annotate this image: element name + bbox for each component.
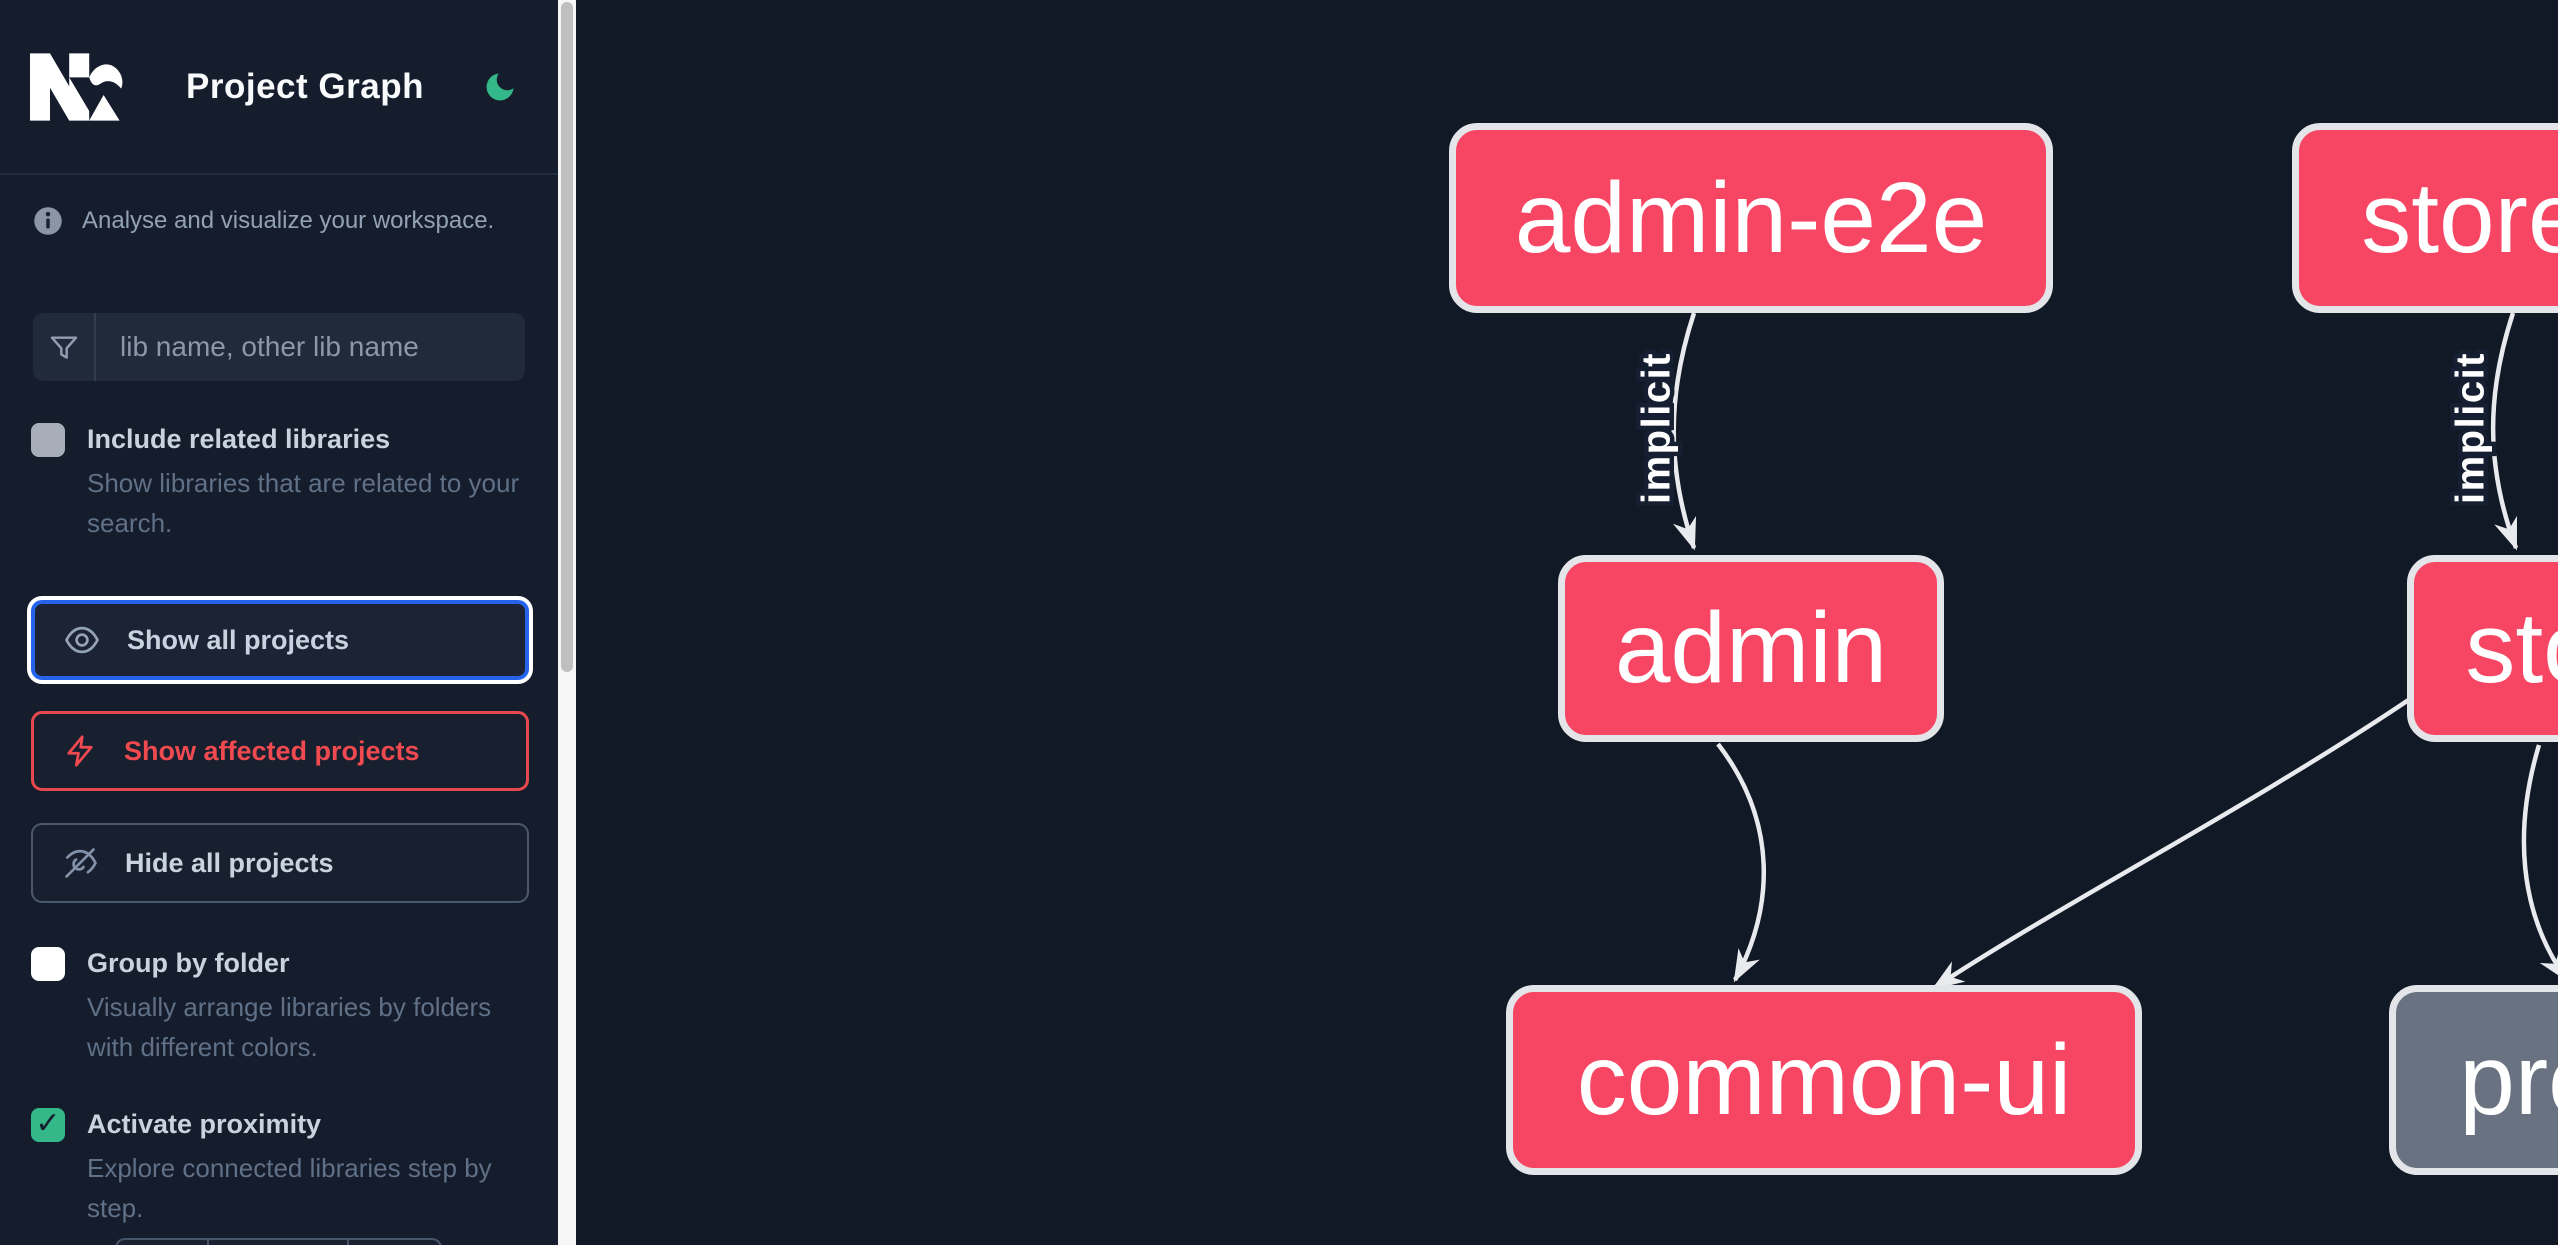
graph-canvas[interactable]: implicit implicit admin-e2e store-e2e admin… bbox=[576, 0, 2558, 1245]
include-related-label: Include related libraries bbox=[87, 424, 391, 454]
graph-node-store[interactable]: store bbox=[2407, 555, 2558, 742]
include-related-checkbox[interactable] bbox=[31, 423, 65, 457]
sidebar: Project Graph Analyse and visualize your… bbox=[0, 0, 558, 1245]
graph-node-admin-e2e[interactable]: admin-e2e bbox=[1449, 123, 2053, 313]
hide-all-projects-button[interactable]: Hide all projects bbox=[31, 823, 529, 903]
eye-icon bbox=[63, 621, 101, 659]
edge-label-admin-e2e-to-admin: implicit bbox=[1635, 352, 1679, 504]
bolt-icon bbox=[62, 733, 98, 769]
edge-admin-e2e-to-admin bbox=[1671, 312, 1697, 551]
nx-logo bbox=[30, 52, 126, 122]
filter-icon bbox=[33, 313, 96, 381]
group-by-folder-description: Visually arrange libraries by folders wi… bbox=[87, 992, 492, 1062]
proximity-step-control bbox=[115, 1238, 442, 1245]
show-all-projects-button[interactable]: Show all projects bbox=[31, 600, 529, 680]
edge-store-e2e-to-store bbox=[2490, 312, 2519, 551]
activate-proximity-description: Explore connected libraries step by step… bbox=[87, 1153, 492, 1223]
sidebar-header: Project Graph bbox=[0, 0, 558, 175]
include-related-toggle: Include related libraries Show libraries… bbox=[31, 421, 530, 543]
activate-proximity-checkbox[interactable] bbox=[31, 1108, 65, 1142]
activate-proximity-label: Activate proximity bbox=[87, 1109, 322, 1139]
proximity-step-segment[interactable] bbox=[208, 1238, 348, 1245]
graph-node-store-e2e[interactable]: store-e2e bbox=[2292, 123, 2558, 313]
info-icon bbox=[33, 206, 63, 236]
graph-node-admin[interactable]: admin bbox=[1558, 555, 1944, 742]
edge-admin-to-common-ui bbox=[1716, 742, 1767, 983]
show-affected-projects-button[interactable]: Show affected projects bbox=[31, 711, 529, 791]
eye-off-icon bbox=[61, 844, 99, 882]
show-all-projects-label: Show all projects bbox=[127, 624, 350, 655]
hide-all-projects-label: Hide all projects bbox=[125, 847, 334, 878]
activate-proximity-toggle: Activate proximity Explore connected lib… bbox=[31, 1106, 530, 1228]
edge-label-store-e2e-to-store: implicit bbox=[2449, 352, 2493, 504]
moon-icon bbox=[482, 69, 518, 105]
sidebar-scrollbar-thumb[interactable] bbox=[561, 2, 573, 672]
proximity-step-segment[interactable] bbox=[115, 1238, 208, 1245]
app-title: Project Graph bbox=[186, 66, 424, 106]
workspace-tagline: Analyse and visualize your workspace. bbox=[82, 207, 495, 234]
theme-toggle-button[interactable] bbox=[478, 65, 522, 109]
edge-store-to-common-ui bbox=[1931, 697, 2412, 990]
group-by-folder-checkbox[interactable] bbox=[31, 947, 65, 981]
sidebar-scrollbar-track[interactable] bbox=[558, 0, 576, 1245]
search-input[interactable] bbox=[96, 313, 525, 381]
group-by-folder-label: Group by folder bbox=[87, 948, 290, 978]
proximity-step-segment[interactable] bbox=[348, 1238, 442, 1245]
graph-node-products[interactable]: products bbox=[2389, 985, 2558, 1175]
show-affected-projects-label: Show affected projects bbox=[124, 735, 420, 766]
include-related-description: Show libraries that are related to your … bbox=[87, 468, 520, 538]
edge-store-to-products bbox=[2521, 744, 2558, 983]
search-box bbox=[33, 313, 525, 381]
graph-node-common-ui[interactable]: common-ui bbox=[1506, 985, 2142, 1175]
workspace-tagline-row: Analyse and visualize your workspace. bbox=[33, 206, 528, 236]
group-by-folder-toggle: Group by folder Visually arrange librari… bbox=[31, 945, 530, 1067]
